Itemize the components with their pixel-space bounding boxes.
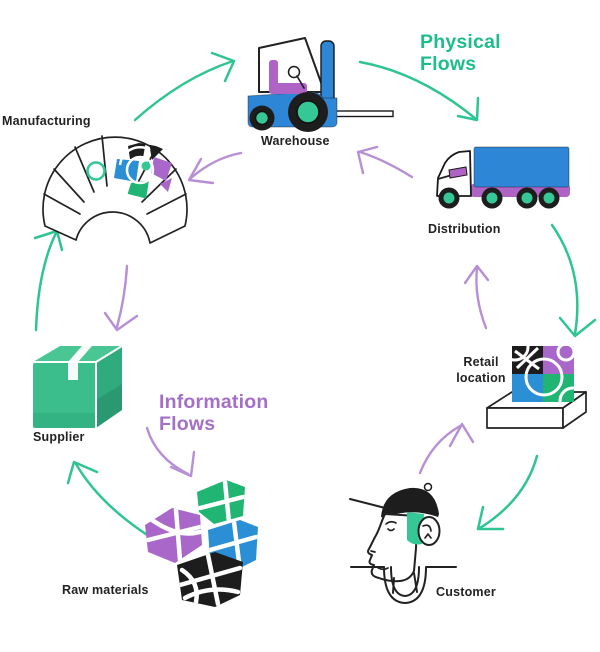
fragment-purple [145,508,202,563]
label-customer: Customer [436,585,496,599]
cap [381,487,439,518]
collar-inner [390,566,420,597]
label-retail-location: Retail location [456,355,506,385]
material-fragments-icon [145,480,258,607]
truck-icon [436,146,570,209]
information-arrow-warehouse-to-manufacturing [187,151,243,185]
collar-outer [383,566,427,604]
information-arrow-customer-to-retail [418,422,475,475]
information-arrow-title-to-rawmaterials [145,426,196,478]
physical-arrow-retail-to-customer [476,454,539,531]
information-arrow-distribution-to-warehouse [356,145,414,179]
physical-arrow-manufacturing-to-warehouse [133,51,236,122]
physical-arrow-rawmaterials-to-supplier [66,460,154,540]
label-supplier: Supplier [33,430,85,444]
box-icon [33,345,123,428]
box-tape [68,346,92,362]
physical-flows-title: Physical Flows [420,31,501,75]
ear [417,516,441,546]
information-flows-title: Information Flows [159,391,269,435]
label-raw-materials: Raw materials [62,583,149,597]
forklift-icon [247,37,394,132]
physical-arrow-warehouse-to-distribution [358,60,480,122]
wheel-mosaic-fragments [114,141,172,199]
physical-arrow-distribution-to-retail [550,223,597,338]
information-arrow-retail-to-distribution [463,264,490,330]
retail-mosaic-icon [486,346,587,429]
fragment-black [177,552,243,607]
label-warehouse: Warehouse [261,134,330,148]
person-head-icon [349,482,457,604]
information-arrow-manufacturing-to-supplier [103,264,139,332]
label-manufacturing: Manufacturing [2,114,91,128]
factory-wheel-icon [42,135,188,244]
fragment-green [197,480,245,524]
physical-arrow-supplier-to-manufacturing [33,229,64,332]
label-distribution: Distribution [428,222,501,236]
